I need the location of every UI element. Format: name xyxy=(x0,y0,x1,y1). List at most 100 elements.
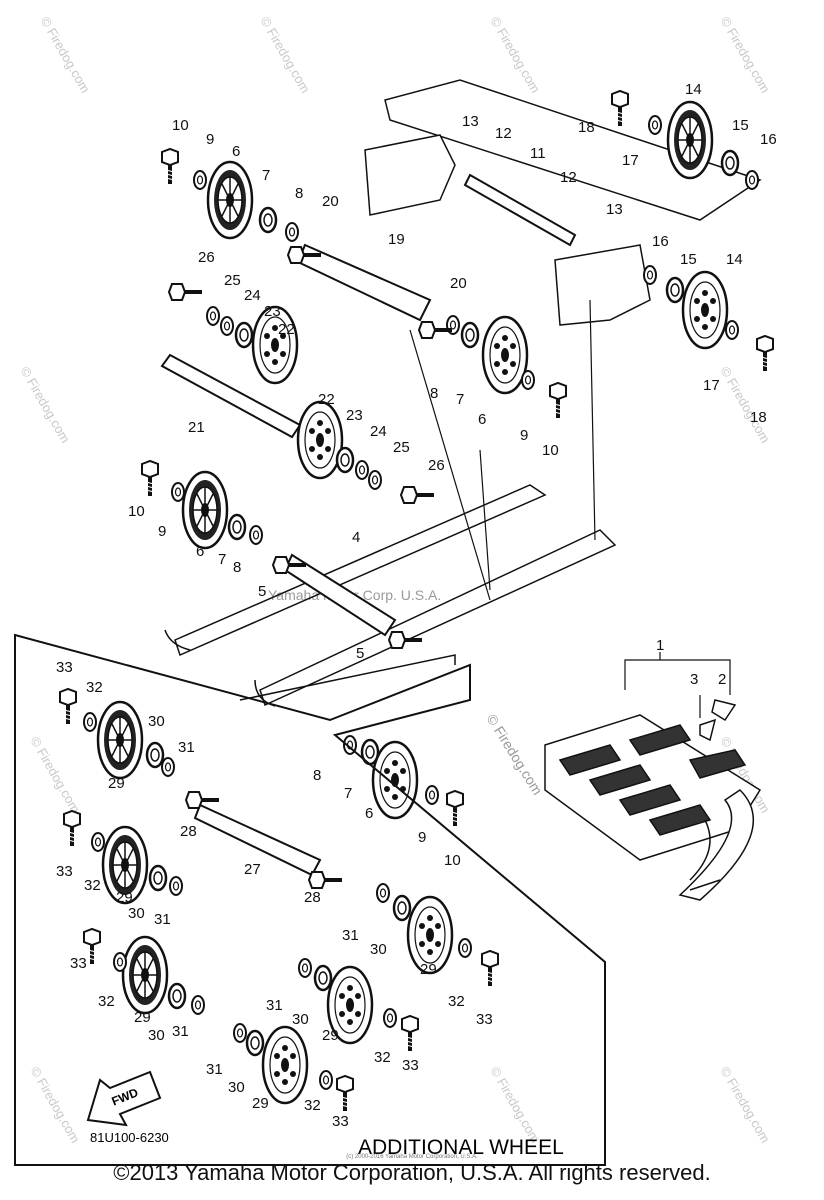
callout-label: 18 xyxy=(578,119,595,136)
callout-label: 23 xyxy=(346,407,363,424)
watermark-text: © Firedog.com xyxy=(717,1064,773,1146)
callout-label: 7 xyxy=(344,785,352,802)
watermark-site-center: © Firedog.com xyxy=(483,711,545,798)
callout-label: 32 xyxy=(84,877,101,894)
watermark-text: © Firedog.com xyxy=(257,14,313,96)
callout-label: 6 xyxy=(365,805,373,822)
callout-label: 33 xyxy=(56,863,73,880)
callout-label: 17 xyxy=(622,152,639,169)
callout-label: 25 xyxy=(224,272,241,289)
callout-label: 3 xyxy=(690,671,698,688)
callout-label: 15 xyxy=(732,117,749,134)
callout-label: 22 xyxy=(278,321,295,338)
callout-label: 11 xyxy=(530,145,546,162)
callout-label: 31 xyxy=(342,927,359,944)
wheel-icon xyxy=(371,740,419,820)
callout-label: 31 xyxy=(172,1023,189,1040)
callout-label: 27 xyxy=(244,861,261,878)
shafts xyxy=(160,173,577,877)
callout-label: 14 xyxy=(726,251,743,268)
callout-label: 12 xyxy=(495,125,512,142)
wheel-icon xyxy=(666,100,714,180)
callout-label: 17 xyxy=(703,377,720,394)
callout-label: 9 xyxy=(158,523,166,540)
callout-label: 33 xyxy=(332,1113,349,1130)
callout-label: 7 xyxy=(218,551,226,568)
callout-label: 30 xyxy=(148,713,165,730)
copyright-footer: ©2013 Yamaha Motor Corporation, U.S.A. A… xyxy=(113,1160,711,1185)
callout-label: 6 xyxy=(478,411,486,428)
callout-label: 30 xyxy=(128,905,145,922)
callout-label: 19 xyxy=(388,231,405,248)
callout-label: 30 xyxy=(370,941,387,958)
callout-label: 5 xyxy=(356,645,364,662)
callout-label: 13 xyxy=(462,113,479,130)
callout-label: 13 xyxy=(606,201,623,218)
callout-label: 21 xyxy=(188,419,205,436)
callout-label: 9 xyxy=(520,427,528,444)
callout-label: 8 xyxy=(295,185,303,202)
callout-label: 31 xyxy=(154,911,171,928)
callout-label: 9 xyxy=(206,131,214,148)
callout-label: 2 xyxy=(718,671,726,688)
callout-label: 29 xyxy=(420,961,437,978)
callout-label: 33 xyxy=(70,955,87,972)
watermark-text: © Firedog.com xyxy=(37,14,93,96)
callout-label: 8 xyxy=(430,385,438,402)
callout-label: 20 xyxy=(322,193,339,210)
wheel-icon xyxy=(681,270,729,350)
watermark-text: © Firedog.com xyxy=(17,364,73,446)
callout-label: 15 xyxy=(680,251,697,268)
callout-label: 28 xyxy=(180,823,197,840)
callout-label: 8 xyxy=(233,559,241,576)
callout-labels: 10 9 6 7 8 20 19 13 12 11 12 13 18 14 15… xyxy=(56,81,777,1130)
track-assembly xyxy=(544,699,762,901)
watermark-text: © Firedog.com xyxy=(487,14,543,96)
callout-label: 29 xyxy=(108,775,125,792)
callout-label: 26 xyxy=(198,249,215,266)
additional-wheel-label: ADDITIONAL WHEEL xyxy=(358,1136,564,1159)
callout-label: 7 xyxy=(456,391,464,408)
additional-wheel-box xyxy=(14,633,606,1166)
watermark-text: © Firedog.com xyxy=(717,364,773,446)
callout-label: 30 xyxy=(148,1027,165,1044)
callout-label: 24 xyxy=(244,287,261,304)
callout-label: 24 xyxy=(370,423,387,440)
wheel-icon xyxy=(261,1025,309,1105)
callout-label: 32 xyxy=(304,1097,321,1114)
fwd-arrow: FWD xyxy=(86,1070,162,1127)
callout-label: 29 xyxy=(252,1095,269,1112)
callout-label: 22 xyxy=(318,391,335,408)
callout-label: 30 xyxy=(292,1011,309,1028)
callout-label: 14 xyxy=(685,81,702,98)
callout-label: 10 xyxy=(128,503,145,520)
callout-label: 1 xyxy=(656,637,664,654)
callout-label: 25 xyxy=(393,439,410,456)
callout-label: 33 xyxy=(402,1057,419,1074)
callout-label: 7 xyxy=(262,167,270,184)
callout-label: 33 xyxy=(56,659,73,676)
slide-rails xyxy=(164,484,617,707)
wheel-icon xyxy=(121,935,169,1015)
callout-label: 5 xyxy=(258,583,266,600)
callout-label: 32 xyxy=(374,1049,391,1066)
watermark-text: © Firedog.com xyxy=(487,1064,543,1146)
watermark-text: © Firedog.com xyxy=(27,1064,83,1146)
callout-label: 29 xyxy=(116,889,133,906)
callout-label: 23 xyxy=(264,303,281,320)
wheel-icon xyxy=(296,400,344,480)
watermark-text: © Firedog.com xyxy=(27,734,83,816)
callout-label: 6 xyxy=(232,143,240,160)
callout-label: 33 xyxy=(476,1011,493,1028)
wheel-icon xyxy=(206,160,254,240)
callout-label: 8 xyxy=(313,767,321,784)
callout-label: 16 xyxy=(760,131,777,148)
callout-label: 10 xyxy=(444,852,461,869)
callout-label: 32 xyxy=(448,993,465,1010)
callout-label: 6 xyxy=(196,543,204,560)
callout-label: 32 xyxy=(86,679,103,696)
callout-label: 10 xyxy=(172,117,189,134)
track-callout-leaders xyxy=(624,652,731,718)
callout-label: 32 xyxy=(98,993,115,1010)
